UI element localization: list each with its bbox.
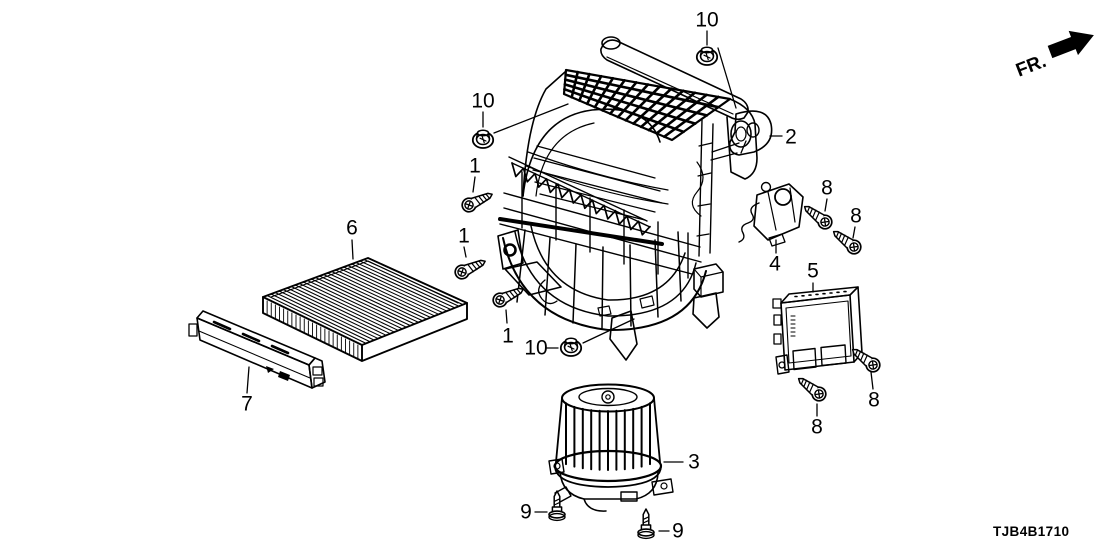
callout-8: 8 <box>850 204 862 228</box>
motor-fan-blades <box>565 402 651 471</box>
heater-blower-housing <box>497 36 758 361</box>
callout-4: 4 <box>769 252 781 276</box>
duct-bracket <box>710 110 773 161</box>
diagram-code: TJB4B1710 <box>993 524 1070 539</box>
fr-direction-indicator: FR. <box>1013 30 1094 82</box>
cabin-air-filter <box>262 257 468 362</box>
callout-10: 10 <box>471 89 495 113</box>
callout-8: 8 <box>821 176 833 200</box>
callout-2: 2 <box>785 125 797 149</box>
screw-1-b <box>452 254 489 282</box>
flange-nut-10-left <box>471 129 495 149</box>
power-transistor <box>738 181 804 247</box>
intake-mesh-grille <box>563 70 720 139</box>
callout-10: 10 <box>524 336 548 360</box>
screw-8-b <box>828 225 865 258</box>
leader-lines <box>246 30 874 532</box>
callout-9: 9 <box>520 500 532 524</box>
screw-1-a <box>459 187 496 215</box>
callout-10: 10 <box>695 8 719 32</box>
control-module <box>772 286 863 375</box>
callout-8: 8 <box>811 415 823 439</box>
blower-motor <box>548 383 674 512</box>
screw-8-a <box>799 200 836 233</box>
screw-8-d <box>793 372 830 405</box>
lid-label-mark <box>278 371 290 381</box>
filter-lid <box>188 310 326 389</box>
flange-nut-10-top <box>695 46 719 66</box>
screw-9-left <box>548 490 566 522</box>
callout-3: 3 <box>688 450 700 474</box>
filter-pleats <box>266 258 464 344</box>
callout-8: 8 <box>868 388 880 412</box>
callout-1: 1 <box>458 224 470 248</box>
fr-arrow-icon <box>1047 30 1094 59</box>
callout-1: 1 <box>502 324 514 348</box>
lid-arrow-mark <box>266 366 274 373</box>
callout-5: 5 <box>807 259 819 283</box>
screw-9-right <box>637 508 655 540</box>
callout-1: 1 <box>469 154 481 178</box>
fr-label: FR. <box>1013 51 1049 82</box>
callout-6: 6 <box>346 216 358 240</box>
flange-nut-10-bottom <box>559 337 583 357</box>
callout-7: 7 <box>241 392 253 416</box>
callout-9: 9 <box>672 519 684 543</box>
